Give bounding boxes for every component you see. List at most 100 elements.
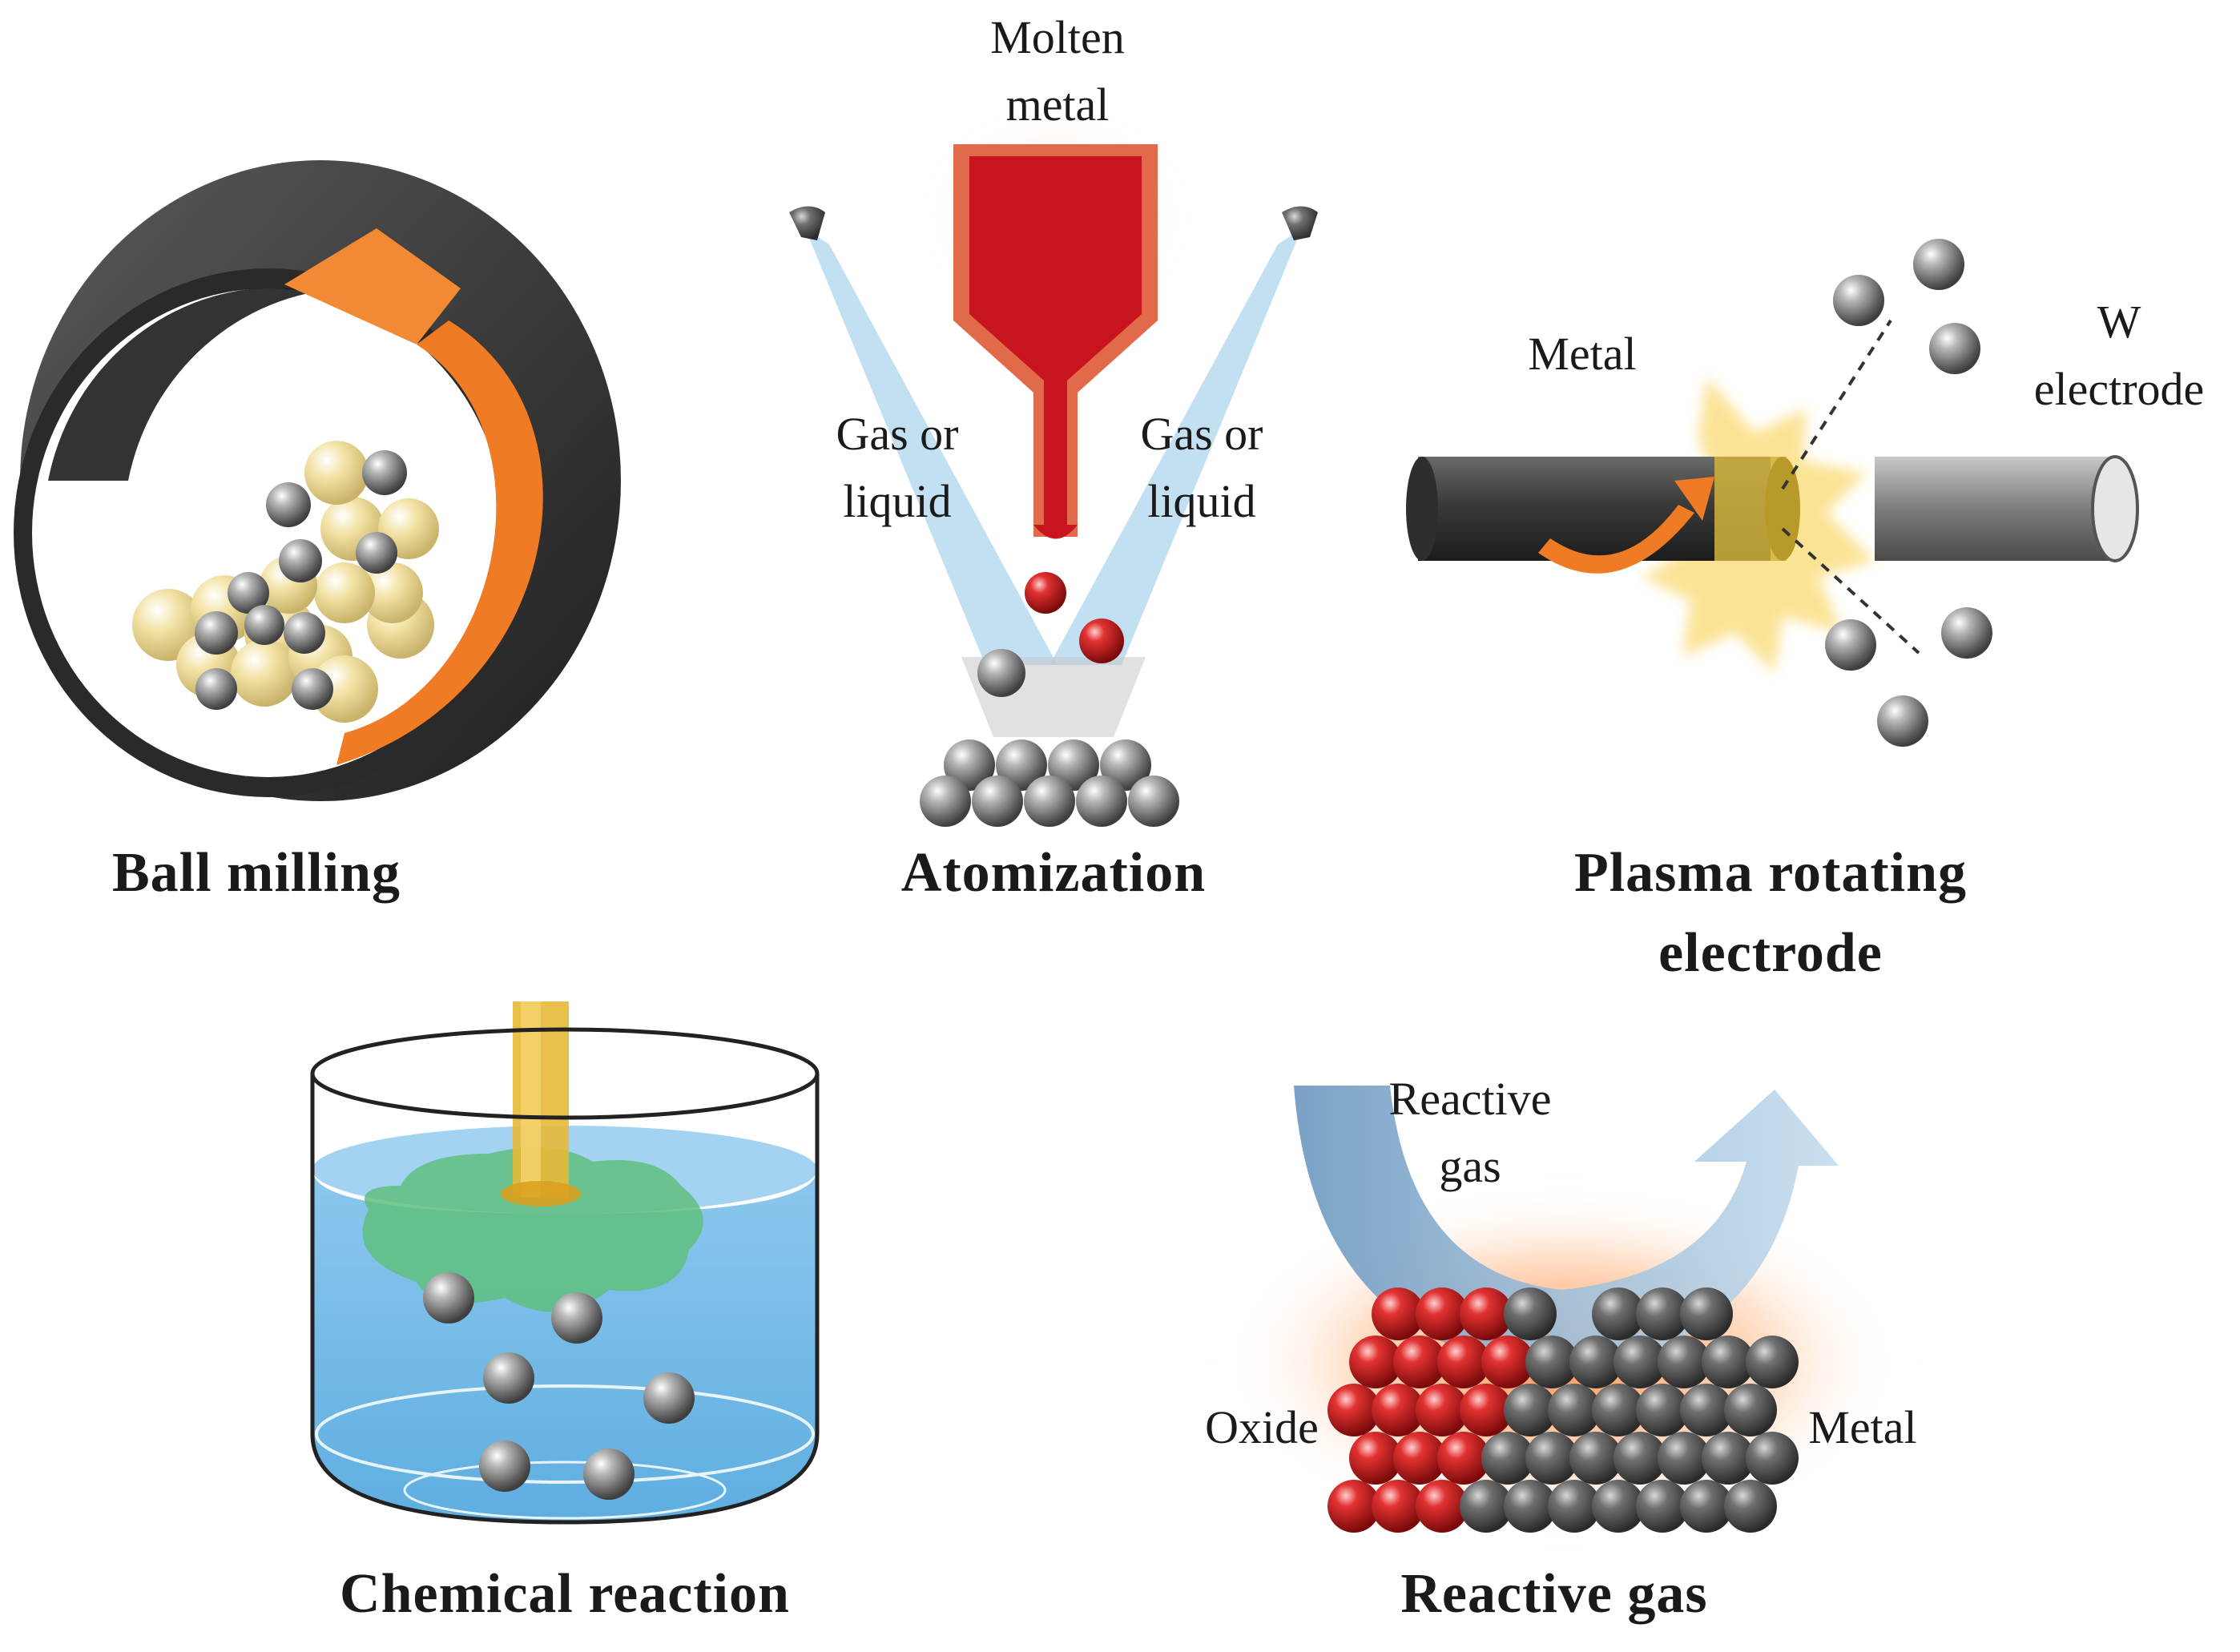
oxide-particle bbox=[1437, 1336, 1490, 1388]
powder-particle bbox=[972, 776, 1023, 827]
gray-mill-ball bbox=[195, 611, 238, 655]
powder-particle bbox=[920, 776, 971, 827]
atomization-particles bbox=[920, 572, 1179, 827]
metal-particle bbox=[1680, 1480, 1733, 1533]
molten-line-2: metal bbox=[1005, 79, 1110, 131]
metal-particle bbox=[1614, 1432, 1666, 1485]
oxide-particle bbox=[1416, 1480, 1468, 1533]
cream-mill-ball bbox=[304, 441, 369, 505]
precipitated-particle bbox=[551, 1292, 602, 1344]
metal-particle bbox=[1592, 1384, 1645, 1436]
metal-particle bbox=[1504, 1287, 1557, 1340]
atomization-title: Atomization bbox=[900, 842, 1207, 904]
ball-milling-balls bbox=[132, 441, 439, 723]
gas-left-line-2: liquid bbox=[843, 475, 952, 527]
ball-milling-rotation-arrow bbox=[284, 228, 543, 765]
metal-particle bbox=[1658, 1336, 1710, 1388]
gray-mill-ball bbox=[279, 539, 322, 582]
plasma-rotation-arrow bbox=[1538, 477, 1714, 574]
oxide-particle bbox=[1481, 1336, 1534, 1388]
gas-or-liquid-right-label: Gas or liquid bbox=[1098, 401, 1306, 535]
chemical-beaker bbox=[310, 1001, 820, 1525]
plasma-particle bbox=[1929, 323, 1980, 374]
oxide-particle bbox=[1437, 1432, 1490, 1485]
w-electrode-label: W electrode bbox=[2003, 288, 2235, 423]
cream-mill-ball bbox=[231, 639, 298, 707]
precipitated-particle bbox=[583, 1449, 635, 1500]
oxide-particle bbox=[1349, 1432, 1402, 1485]
reactive-gas-line-1: Reactive bbox=[1388, 1073, 1552, 1125]
metal-particle bbox=[1460, 1480, 1513, 1533]
molten-line-1: Molten bbox=[990, 11, 1125, 63]
precipitated-particle bbox=[643, 1372, 695, 1424]
gray-mill-ball bbox=[292, 668, 333, 710]
powder-particle bbox=[1024, 776, 1075, 827]
gray-mill-ball bbox=[266, 482, 311, 527]
gray-mill-ball bbox=[356, 532, 397, 574]
cream-mill-ball bbox=[314, 562, 375, 623]
metal-particle bbox=[1724, 1480, 1777, 1533]
metal-particle bbox=[1569, 1336, 1622, 1388]
oxide-particle bbox=[1416, 1384, 1468, 1436]
reactive-gas-line-2: gas bbox=[1439, 1140, 1501, 1192]
oxide-particle bbox=[1393, 1432, 1446, 1485]
plasma-particle bbox=[1877, 695, 1928, 747]
metal-particle bbox=[1702, 1432, 1755, 1485]
gas-or-liquid-left-label: Gas or liquid bbox=[793, 401, 1001, 535]
oxide-particle bbox=[1327, 1480, 1380, 1533]
metal-particle bbox=[1636, 1287, 1689, 1340]
powder-particle bbox=[1048, 739, 1099, 791]
w-line-1: W bbox=[2097, 296, 2141, 348]
powder-particle bbox=[944, 739, 995, 791]
plasma-particle bbox=[1913, 239, 1964, 290]
molten-metal-label: Molten metal bbox=[937, 4, 1178, 139]
gas-right-line-1: Gas or bbox=[1140, 408, 1263, 460]
gray-mill-ball bbox=[362, 450, 407, 495]
reactive-metal-label: Metal bbox=[1808, 1401, 1917, 1453]
plasma-title: Plasma rotating electrode bbox=[1490, 833, 2051, 993]
metal-particle bbox=[1680, 1384, 1733, 1436]
metal-particle bbox=[1525, 1432, 1578, 1485]
chemical-reaction-title: Chemical reaction bbox=[340, 1563, 790, 1625]
powder-particle bbox=[1128, 776, 1179, 827]
oxide-particle bbox=[1372, 1384, 1424, 1436]
cream-mill-ball bbox=[311, 655, 378, 723]
plasma-particle bbox=[1833, 275, 1884, 326]
metal-particle bbox=[1525, 1336, 1578, 1388]
plasma-title-line-2: electrode bbox=[1658, 922, 1883, 984]
molten-droplet bbox=[1025, 572, 1066, 614]
reactive-particle-stack bbox=[1327, 1287, 1799, 1533]
molten-droplet bbox=[1079, 618, 1124, 663]
gas-left-line-1: Gas or bbox=[836, 408, 959, 460]
w-line-2: electrode bbox=[2033, 363, 2205, 415]
metal-particle bbox=[1746, 1336, 1799, 1388]
gray-mill-ball bbox=[195, 668, 237, 710]
gray-mill-ball bbox=[228, 572, 269, 614]
plasma-particle bbox=[1825, 619, 1876, 671]
metal-particle bbox=[1658, 1432, 1710, 1485]
metal-particle bbox=[1680, 1287, 1733, 1340]
plasma-particle bbox=[1941, 607, 1992, 659]
oxide-particle bbox=[1416, 1287, 1468, 1340]
reactive-gas-title: Reactive gas bbox=[1400, 1563, 1708, 1625]
metal-particle bbox=[1614, 1336, 1666, 1388]
powder-particle bbox=[1100, 739, 1151, 791]
metal-particle bbox=[1592, 1480, 1645, 1533]
gray-mill-ball bbox=[284, 612, 325, 654]
powder-particle bbox=[996, 739, 1047, 791]
oxide-particle bbox=[1327, 1384, 1380, 1436]
metal-particle bbox=[1746, 1432, 1799, 1485]
plasma-dashed-lines bbox=[1781, 319, 1920, 655]
oxide-particle bbox=[1372, 1287, 1424, 1340]
powder-particle bbox=[1076, 776, 1127, 827]
precipitated-particle bbox=[479, 1440, 530, 1492]
gray-mill-ball bbox=[244, 605, 284, 645]
plasma-metal-rod bbox=[1406, 457, 1800, 561]
oxide-particle bbox=[1460, 1384, 1513, 1436]
metal-particle bbox=[1504, 1384, 1557, 1436]
chemical-particles bbox=[423, 1272, 695, 1500]
metal-particle bbox=[1548, 1480, 1601, 1533]
oxide-particle bbox=[1460, 1287, 1513, 1340]
oxide-particle bbox=[1349, 1336, 1402, 1388]
